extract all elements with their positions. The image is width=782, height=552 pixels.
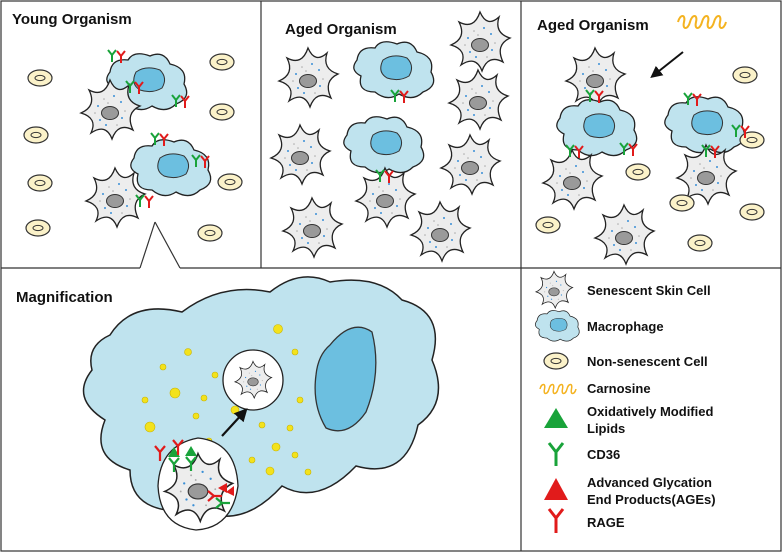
cd36-legend-icon [547,442,565,466]
legend-ages-1: Advanced Glycation [587,475,712,490]
macrophage-legend-icon [534,310,580,342]
magnified-receptors [154,439,234,509]
aged-organism-carnosine-title: Aged Organism [537,17,649,34]
magnification-title: Magnification [16,289,113,306]
magnification-panel [82,276,440,531]
granules [141,324,312,476]
aged-organism-carnosine-panel [535,15,765,265]
young-organism-panel [23,49,243,242]
senescent-skin-cell-legend-icon [535,270,574,309]
legend-senescent: Senescent Skin Cell [587,283,711,298]
legend-ages-2: End Products(AGEs) [587,492,716,507]
legend-non-senescent: Non-senescent Cell [587,354,708,369]
legend-macrophage: Macrophage [587,319,664,334]
carnosine-icon [677,15,727,29]
legend-oxidized-lipids-2: Lipids [587,421,625,436]
carnosine-legend-icon [539,383,577,395]
non-senescent-legend-icon [543,352,569,370]
legend-rage: RAGE [587,515,625,530]
ages-legend-icon [544,478,568,500]
legend: Senescent Skin Cell Macrophage Non-senes… [534,270,716,533]
legend-carnosine: Carnosine [587,381,651,396]
aged-organism-title: Aged Organism [285,21,397,38]
legend-oxidized-lipids-1: Oxidatively Modified [587,404,713,419]
young-organism-title: Young Organism [12,11,132,28]
legend-cd36: CD36 [587,447,620,462]
aged-organism-panel [270,11,511,262]
oxidized-lipids-legend-icon [544,408,568,428]
rage-legend-icon [547,508,565,533]
